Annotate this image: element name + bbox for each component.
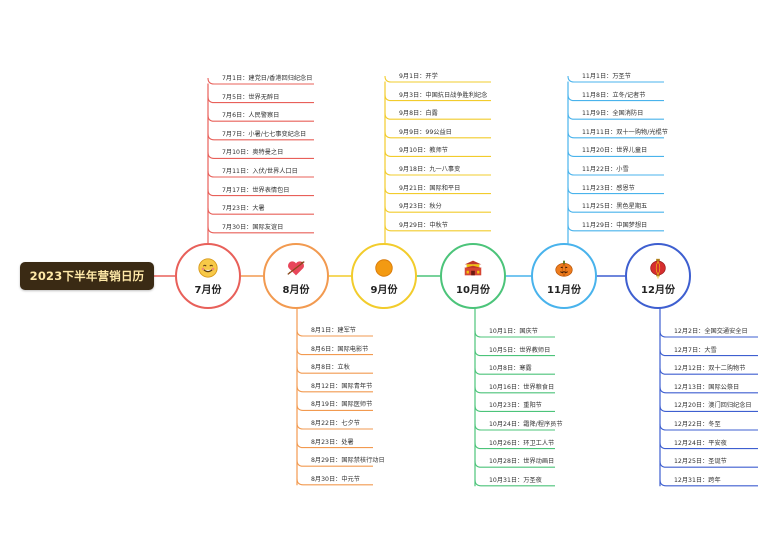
event-item[interactable]: 7月17日：世界表情包日 [222, 186, 290, 194]
root-topic[interactable]: 2023下半年营销日历 [20, 262, 154, 290]
month-label: 11月份 [547, 284, 581, 296]
event-item[interactable]: 8月12日：国际青年节 [311, 382, 373, 390]
pumpkin-icon [555, 260, 573, 277]
event-item[interactable]: 12月22日：冬至 [674, 421, 721, 428]
month-node-july[interactable]: 7月份 [175, 243, 241, 309]
event-item[interactable]: 11月20日：世界儿童日 [582, 147, 648, 155]
event-item[interactable]: 8月6日：国际电影节 [311, 345, 369, 353]
event-item[interactable]: 12月31日：跨年 [674, 476, 721, 484]
event-item[interactable]: 9月18日：九一八事变 [399, 166, 461, 173]
event-item[interactable]: 8月1日：建军节 [311, 327, 356, 334]
event-item[interactable]: 12月2日：全国交通安全日 [674, 328, 748, 335]
event-item[interactable]: 12月20日：澳门回归纪念日 [674, 402, 752, 410]
event-item[interactable]: 11月29日：中国梦想日 [582, 221, 648, 229]
event-item[interactable]: 8月8日：立秋 [311, 364, 350, 372]
event-item[interactable]: 12月13日：国际公祭日 [674, 383, 740, 391]
event-item[interactable]: 10月23日：重阳节 [489, 402, 542, 410]
event-item[interactable]: 8月29日：国际禁核行动日 [311, 457, 385, 465]
event-item[interactable]: 12月7日：大雪 [674, 346, 717, 354]
event-item[interactable]: 10月31日：万圣夜 [489, 476, 542, 484]
event-item[interactable]: 10月28日：世界动画日 [489, 458, 555, 466]
event-item[interactable]: 7月1日：建党日/香港回归纪念日 [222, 75, 313, 82]
event-item[interactable]: 9月23日：秋分 [399, 203, 442, 211]
lantern-icon [650, 258, 666, 279]
event-item[interactable]: 12月12日：双十二购物节 [674, 365, 746, 373]
event-item[interactable]: 11月23日：感恩节 [582, 184, 635, 192]
event-item[interactable]: 9月1日：开学 [399, 73, 438, 80]
event-item[interactable]: 7月30日：国际友谊日 [222, 223, 284, 231]
event-item[interactable]: 11月8日：立冬/记者节 [582, 91, 646, 99]
tiananmen-icon [463, 260, 483, 275]
event-item[interactable]: 7月10日：奥特曼之日 [222, 149, 284, 157]
event-item[interactable]: 12月25日：圣诞节 [674, 458, 727, 466]
event-item[interactable]: 10月5日：世界教师日 [489, 346, 551, 354]
heart-arrow-icon [287, 260, 305, 275]
event-item[interactable]: 7月6日：人民警察日 [222, 112, 280, 120]
event-item[interactable]: 10月8日：寒露 [489, 365, 532, 373]
event-item[interactable]: 9月29日：中秋节 [399, 221, 448, 229]
event-item[interactable]: 9月10日：教师节 [399, 147, 448, 155]
event-item[interactable]: 10月16日：世界粮食日 [489, 383, 555, 391]
event-item[interactable]: 10月26日：环卫工人节 [489, 439, 555, 447]
event-item[interactable]: 7月11日：入伏/世界人口日 [222, 168, 298, 175]
event-item[interactable]: 9月21日：国际和平日 [399, 184, 461, 192]
orange-dot-icon [375, 258, 393, 277]
month-label: 8月份 [282, 284, 310, 296]
month-node-september[interactable]: 9月份 [351, 243, 417, 309]
event-item[interactable]: 11月25日：黑色星期五 [582, 203, 648, 211]
event-item[interactable]: 11月22日：小雪 [582, 166, 629, 173]
event-item[interactable]: 11月1日：万圣节 [582, 73, 631, 80]
event-item[interactable]: 7月5日：世界无醉日 [222, 93, 280, 101]
event-item[interactable]: 8月30日：中元节 [311, 475, 360, 483]
root-title: 2023下半年营销日历 [29, 269, 145, 283]
event-item[interactable]: 8月19日：国际医师节 [311, 401, 373, 409]
event-item[interactable]: 11月9日：全国消防日 [582, 110, 644, 118]
month-label: 9月份 [370, 284, 398, 296]
month-label: 7月份 [194, 284, 222, 296]
month-node-november[interactable]: 11月份 [531, 243, 597, 309]
event-item[interactable]: 8月22日：七夕节 [311, 420, 360, 427]
event-item[interactable]: 8月23日：处暑 [311, 438, 354, 446]
event-item[interactable]: 9月3日：中国抗日战争胜利纪念 [399, 91, 488, 99]
month-node-october[interactable]: 10月份 [440, 243, 506, 309]
event-item[interactable]: 10月24日：霜降/程序员节 [489, 421, 563, 428]
month-node-august[interactable]: 8月份 [263, 243, 329, 309]
event-item[interactable]: 11月11日：双十一购物/光棍节 [582, 128, 668, 136]
event-item[interactable]: 7月7日：小暑/七七事变纪念日 [222, 130, 307, 138]
month-label: 12月份 [641, 284, 675, 296]
event-item[interactable]: 10月1日：国庆节 [489, 328, 538, 335]
month-label: 10月份 [456, 284, 490, 296]
event-item[interactable]: 9月9日：99公益日 [399, 128, 452, 136]
month-node-december[interactable]: 12月份 [625, 243, 691, 309]
event-item[interactable]: 9月8日：白露 [399, 110, 438, 118]
event-item[interactable]: 12月24日：平安夜 [674, 439, 727, 447]
smiley-face-icon [198, 257, 218, 278]
event-item[interactable]: 7月23日：大暑 [222, 205, 265, 213]
